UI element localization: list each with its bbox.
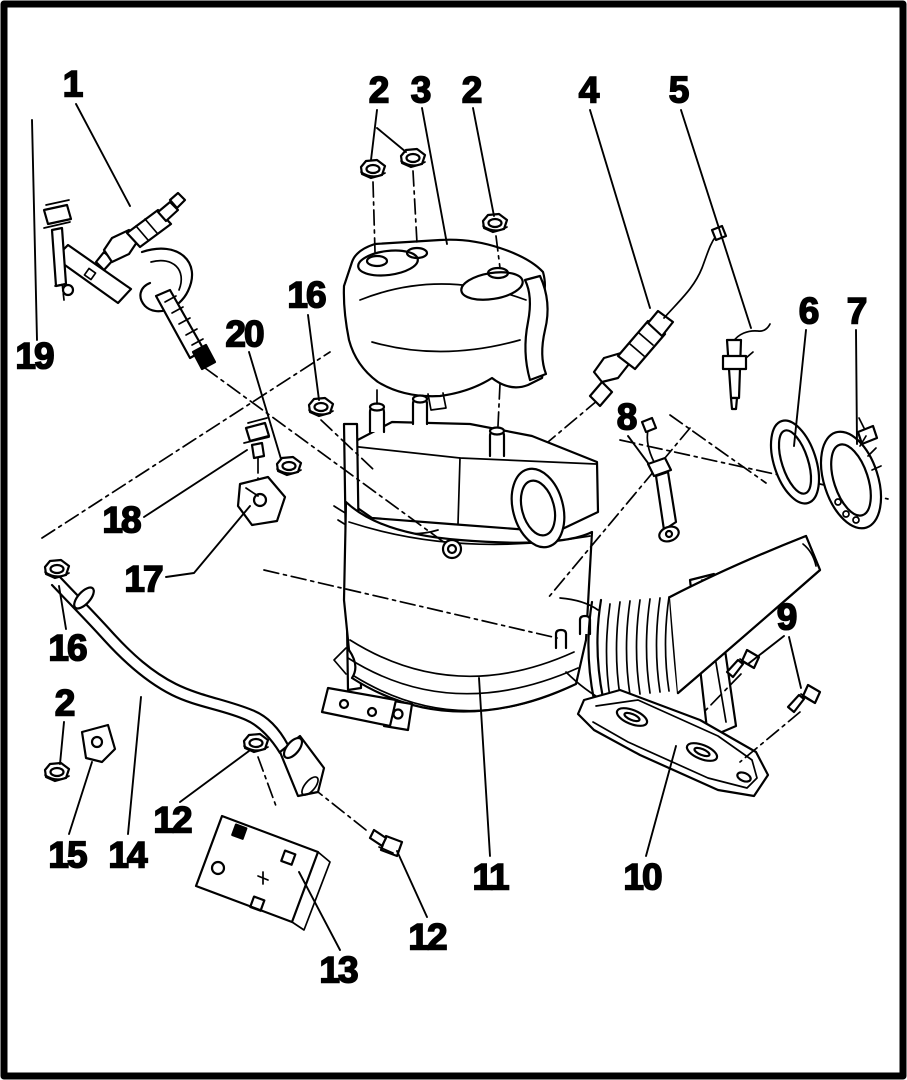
callout-5: 5 xyxy=(668,69,690,111)
callout-13: 13 xyxy=(319,949,360,991)
converter-body-drawing xyxy=(320,394,600,732)
callout-2-lower: 2 xyxy=(54,682,76,724)
callout-12-left: 12 xyxy=(153,799,194,841)
probe-sensor-drawing xyxy=(721,323,771,411)
callout-19: 19 xyxy=(15,335,56,377)
bolt-19-drawing xyxy=(42,199,73,288)
callout-4: 4 xyxy=(578,69,600,111)
callout-16-upper: 16 xyxy=(287,274,328,316)
callout-20: 20 xyxy=(225,313,266,355)
bracket-17-drawing xyxy=(236,417,287,527)
callout-1: 1 xyxy=(62,63,84,105)
callout-12-right: 12 xyxy=(408,916,449,958)
callout-leader-lines xyxy=(31,103,858,951)
callout-7: 7 xyxy=(846,290,868,332)
callout-16-lower: 16 xyxy=(48,627,89,669)
callout-6: 6 xyxy=(798,290,820,332)
callout-10: 10 xyxy=(623,856,664,898)
sensor-8-drawing xyxy=(640,416,680,543)
callout-8: 8 xyxy=(616,396,638,438)
callout-11: 11 xyxy=(472,856,511,898)
bracket-13-drawing xyxy=(194,814,404,931)
sensor-assembly-drawing xyxy=(53,191,217,371)
oxygen-sensor-drawing xyxy=(588,224,728,408)
callout-18: 18 xyxy=(102,499,143,541)
gasket-ring-drawings xyxy=(769,417,883,530)
callout-3: 3 xyxy=(410,69,432,111)
callout-9: 9 xyxy=(776,596,798,638)
outlet-pipe-drawing xyxy=(559,534,822,740)
heat-shield-drawing xyxy=(342,238,549,411)
callout-17: 17 xyxy=(124,558,165,600)
pipe-14-drawing xyxy=(50,575,326,798)
callout-2-top-left: 2 xyxy=(368,69,390,111)
bolts-9-drawing xyxy=(725,648,822,714)
callout-2-top-right: 2 xyxy=(461,69,483,111)
callout-15: 15 xyxy=(48,834,89,876)
support-bracket-drawing xyxy=(576,688,770,798)
callout-14: 14 xyxy=(108,834,149,876)
